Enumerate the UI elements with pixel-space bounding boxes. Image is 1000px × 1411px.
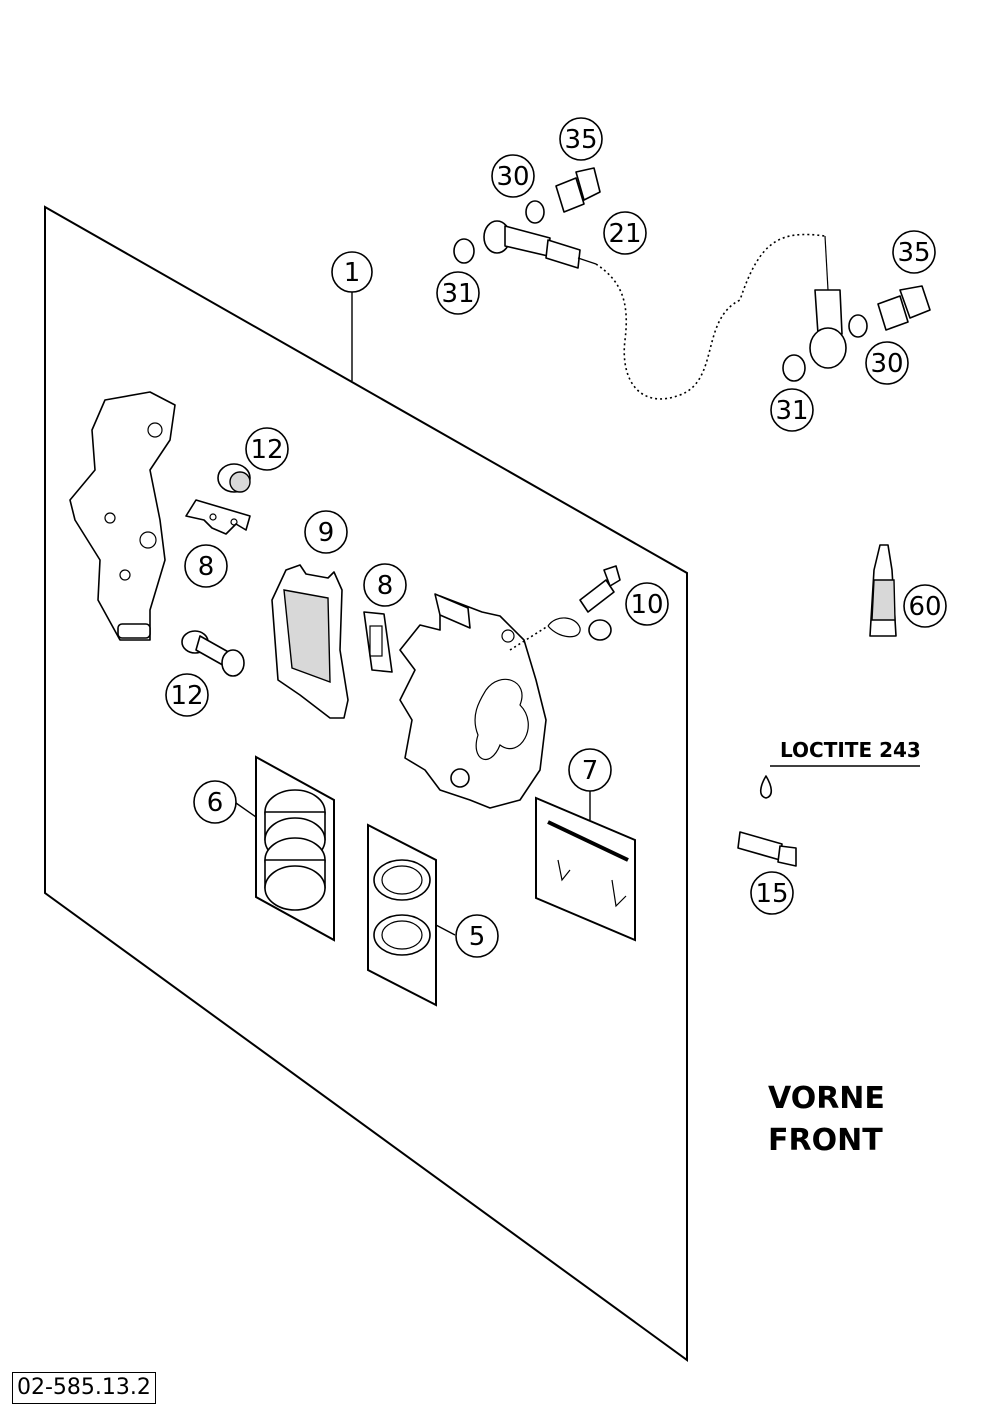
drawing-code: 02-585.13.2: [12, 1372, 156, 1404]
svg-text:35: 35: [897, 238, 930, 268]
callout-5: 5: [455, 914, 499, 958]
seals-5: [367, 823, 456, 1007]
svg-text:30: 30: [870, 349, 903, 379]
callout-1: 1: [331, 251, 373, 293]
callout-30-right: 30: [865, 341, 909, 385]
position-label-english: FRONT: [768, 1123, 883, 1158]
banjo-bolt-35-right: [877, 285, 931, 331]
caliper-bracket: [69, 391, 176, 641]
callout-10: 10: [625, 582, 669, 626]
callout-8-left: 8: [184, 544, 228, 588]
svg-text:7: 7: [582, 756, 599, 786]
brake-line-21: [483, 220, 847, 400]
callout-60: 60: [903, 584, 947, 628]
pad-spring-clip-8-top: [185, 499, 251, 535]
svg-text:8: 8: [377, 571, 394, 601]
callout-31-top: 31: [436, 271, 480, 315]
callout-15: 15: [750, 871, 794, 915]
callout-35-top: 35: [559, 117, 603, 161]
svg-text:35: 35: [564, 125, 597, 155]
callout-8-middle: 8: [363, 563, 407, 607]
loctite-label: LOCTITE 243: [780, 738, 921, 762]
svg-text:5: 5: [469, 922, 486, 952]
callout-30-top: 30: [491, 154, 535, 198]
washer-30-top: [525, 200, 545, 224]
banjo-bolt-35-top: [555, 167, 601, 213]
bleeder-valve-10: [509, 565, 621, 651]
washer-31-right: [782, 354, 806, 382]
svg-text:1: 1: [344, 258, 361, 288]
svg-text:12: 12: [250, 435, 283, 465]
callout-12-lower: 12: [165, 673, 209, 717]
pin-kit-7: [535, 790, 636, 942]
svg-text:15: 15: [755, 879, 788, 909]
pad-spring-8-middle: [363, 611, 393, 673]
washer-30-right: [848, 314, 868, 338]
callout-35-right: 35: [892, 230, 936, 274]
svg-text:8: 8: [198, 552, 215, 582]
callout-9: 9: [304, 510, 348, 554]
bushing-12-top: [217, 463, 251, 493]
guide-pin-12-lower: [181, 630, 245, 677]
washer-31-top: [453, 238, 475, 264]
pistons-6: [235, 755, 335, 942]
svg-text:31: 31: [775, 396, 808, 426]
svg-text:9: 9: [318, 518, 335, 548]
callout-21: 21: [603, 211, 647, 255]
callout-12-top: 12: [245, 427, 289, 471]
svg-text:10: 10: [630, 590, 663, 620]
screw-15: [737, 765, 920, 867]
svg-text:6: 6: [207, 788, 224, 818]
callout-31-right: 31: [770, 388, 814, 432]
svg-text:30: 30: [496, 162, 529, 192]
svg-text:21: 21: [608, 219, 641, 249]
svg-text:31: 31: [441, 279, 474, 309]
callout-6: 6: [193, 780, 237, 824]
svg-text:12: 12: [170, 681, 203, 711]
svg-text:60: 60: [908, 592, 941, 622]
callout-7: 7: [568, 748, 612, 792]
assembly-panel: [44, 205, 688, 1362]
caliper-body: [399, 593, 547, 809]
loctite-bottle-60: [869, 544, 897, 637]
position-label-german: VORNE: [768, 1081, 885, 1116]
brake-pad-9: [271, 564, 349, 719]
